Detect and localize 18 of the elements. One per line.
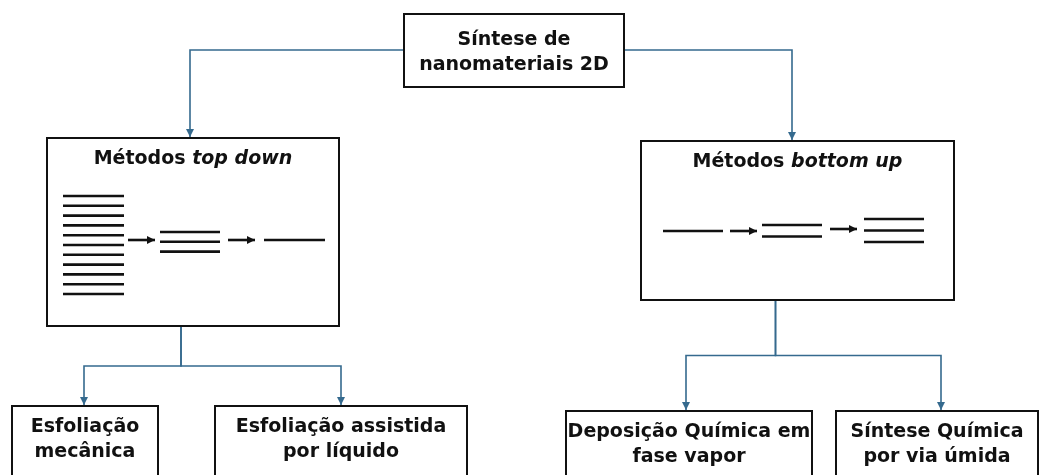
process-box bbox=[214, 405, 468, 475]
process-box bbox=[565, 410, 813, 475]
method-box bbox=[640, 140, 955, 301]
box-text: Deposição Química em fase vapor bbox=[567, 418, 811, 468]
connector-arrow bbox=[186, 49, 404, 138]
process-box bbox=[403, 13, 625, 88]
box-heading: Métodos top down bbox=[93, 145, 293, 170]
box-heading: Métodos bottom up bbox=[692, 148, 903, 173]
process-box bbox=[835, 410, 1039, 475]
method-box bbox=[46, 137, 340, 327]
box-text: Esfoliação assistida por líquido bbox=[234, 413, 448, 463]
box-text: Esfoliação mecânica bbox=[29, 413, 141, 463]
connector-arrow bbox=[774, 300, 945, 411]
process-box bbox=[11, 405, 159, 475]
box-text: Síntese de nanomateriais 2D bbox=[418, 25, 610, 76]
box-text: Síntese Química por via úmida bbox=[849, 418, 1025, 468]
connector-arrow bbox=[180, 326, 345, 406]
connector-arrow bbox=[624, 49, 796, 141]
